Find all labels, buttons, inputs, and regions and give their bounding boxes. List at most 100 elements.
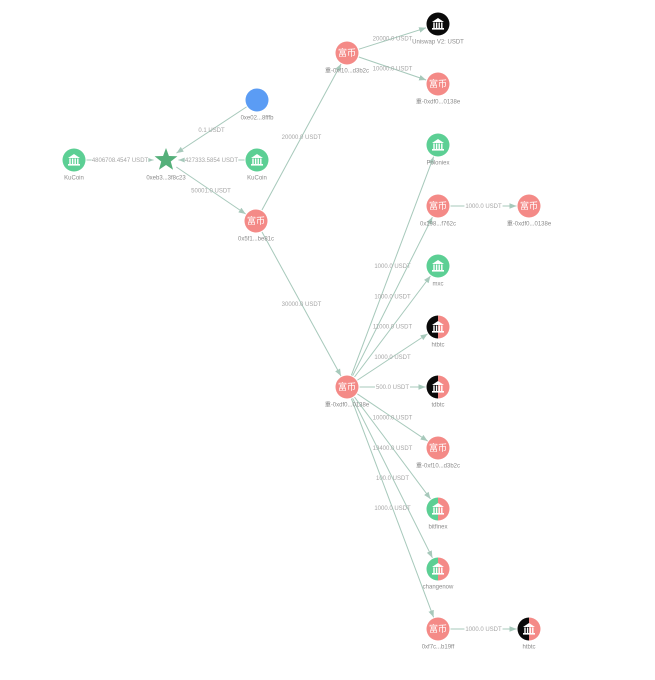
node-label: 重-0xf10...d3b2c bbox=[325, 67, 369, 75]
edge-wB-uni: 20000.0 USDT bbox=[358, 27, 427, 50]
node-change[interactable]: changenow bbox=[423, 557, 454, 591]
node-wE[interactable]: 富币重-0xdf0...0138e bbox=[507, 194, 552, 228]
node-wA[interactable]: 富币 0x5f1...be81c bbox=[238, 209, 274, 243]
node-wC[interactable]: 富币重-0xdf0...0138e bbox=[416, 72, 461, 106]
edge-center-wG: 1000.0 USDT bbox=[350, 398, 435, 618]
node-label: 0x298...f762c bbox=[420, 222, 456, 228]
node-circle bbox=[244, 209, 268, 233]
edge-amount-label: 427333.5854 USDT bbox=[185, 158, 238, 164]
bank-icon bbox=[432, 18, 444, 30]
edge-amount-label: 1000.0 USDT bbox=[374, 264, 411, 270]
node-wB[interactable]: 富币重-0xf10...d3b2c bbox=[325, 41, 369, 75]
edge-line bbox=[176, 106, 247, 154]
edge-line bbox=[357, 333, 428, 381]
bank-icon bbox=[251, 154, 263, 166]
edge-line bbox=[354, 275, 431, 378]
edge-line bbox=[357, 393, 428, 442]
node-circle bbox=[426, 133, 450, 157]
node-kucoin1[interactable]: KuCoin bbox=[62, 148, 86, 182]
edge-wB-wC: 10000.0 USDT bbox=[358, 56, 427, 81]
node-label: changenow bbox=[423, 585, 454, 591]
node-badge-text: 富币 bbox=[429, 623, 447, 635]
node-wD[interactable]: 富币 0x298...f762c bbox=[420, 194, 456, 228]
node-circle bbox=[426, 12, 450, 36]
node-label: 0xeb3...3f8c23 bbox=[146, 176, 186, 182]
edge-amount-label: 10000.0 USDT bbox=[373, 416, 413, 422]
edge-wD-wE: 1000.0 USDT bbox=[450, 202, 517, 210]
node-label: Poloniex bbox=[426, 161, 449, 167]
node-label: tdbtc bbox=[431, 403, 444, 409]
edge-amount-label: 1000.0 USDT bbox=[374, 355, 411, 361]
node-mx1[interactable]: Poloniex bbox=[426, 133, 450, 167]
edge-amount-label: 20000.0 USDT bbox=[282, 135, 322, 141]
edge-line bbox=[261, 231, 342, 377]
node-htbtc3[interactable]: htbtc bbox=[517, 617, 541, 651]
edge-line bbox=[176, 166, 246, 215]
edge-amount-label: 500.0 USDT bbox=[376, 385, 409, 391]
edge-kucoin2-target: 427333.5854 USDT bbox=[178, 156, 245, 164]
node-label: KuCoin bbox=[64, 176, 84, 182]
node-label: htbtc bbox=[522, 645, 535, 651]
node-circle bbox=[517, 194, 541, 218]
node-wG[interactable]: 富币 0xf7c...b19ff bbox=[422, 617, 455, 651]
edge-line bbox=[352, 397, 433, 559]
edge-center-mexc: 11000.0 USDT bbox=[354, 275, 431, 378]
edge-wG-htbtc3: 1000.0 USDT bbox=[450, 625, 517, 633]
edge-center-mx1: 1000.0 USDT bbox=[350, 156, 435, 376]
node-bitfinex[interactable]: bitfinex bbox=[426, 497, 450, 531]
edge-center-change: 100.0 USDT bbox=[352, 397, 433, 559]
node-label: Uniswap V2: USDT bbox=[412, 40, 464, 46]
bank-icon bbox=[432, 260, 444, 272]
edge-center-bitfinex: 19400.0 USDT bbox=[354, 396, 431, 500]
node-label: bitfinex bbox=[428, 525, 447, 531]
edge-center-htbtc2: 500.0 USDT bbox=[359, 383, 426, 391]
edge-target-wA: 50001.0 USDT bbox=[176, 166, 246, 215]
edge-center-wD: 1000.0 USDT bbox=[352, 216, 433, 377]
node-kucoin2[interactable]: KuCoin bbox=[245, 148, 269, 182]
edge-center-wF: 10000.0 USDT bbox=[357, 393, 428, 442]
node-badge-text: 富币 bbox=[429, 442, 447, 454]
edge-line bbox=[350, 156, 435, 376]
edge-amount-label: 1000.0 USDT bbox=[465, 204, 502, 210]
node-label: 重-0xf10...d3b2c bbox=[416, 462, 460, 470]
node-circle bbox=[426, 254, 450, 278]
node-label: 0xf7c...b19ff bbox=[422, 645, 455, 651]
edge-amount-label: 20000.0 USDT bbox=[373, 37, 413, 43]
edge-kucoin1-target: 4806708.4547 USDT bbox=[86, 156, 154, 164]
edge-amount-label: 1000.0 USDT bbox=[465, 627, 502, 633]
nodes-layer: KuCoin 0xeb3...3f8c23 KuCoin 0xe02...8fffb 富… bbox=[62, 12, 552, 651]
bank-icon bbox=[523, 623, 535, 635]
bank-icon bbox=[432, 503, 444, 515]
node-badge-text: 富币 bbox=[247, 215, 265, 227]
node-blue[interactable]: 0xe02...8fffb bbox=[241, 88, 274, 122]
node-circle bbox=[335, 41, 359, 65]
node-badge-text: 富币 bbox=[338, 381, 356, 393]
bank-icon bbox=[432, 321, 444, 333]
node-label: 0x5f1...be81c bbox=[238, 237, 274, 243]
edge-label-bg bbox=[464, 625, 503, 632]
node-mexc[interactable]: mxc bbox=[426, 254, 450, 288]
node-label: KuCoin bbox=[247, 176, 267, 182]
node-label: mxc bbox=[433, 282, 444, 288]
edge-amount-label: 19400.0 USDT bbox=[373, 446, 413, 452]
node-htbtc1[interactable]: htbtc bbox=[426, 315, 450, 349]
edge-amount-label: 1000.0 USDT bbox=[374, 295, 411, 301]
node-badge-text: 富币 bbox=[429, 200, 447, 212]
node-wF[interactable]: 富币重-0xf10...d3b2c bbox=[416, 436, 460, 470]
edge-amount-label: 100.0 USDT bbox=[376, 476, 409, 482]
edge-amount-label: 1000.0 USDT bbox=[374, 506, 411, 512]
node-center[interactable]: 富币重-0xdf0...0138e bbox=[325, 375, 370, 409]
bank-icon bbox=[432, 563, 444, 575]
node-htbtc2[interactable]: tdbtc bbox=[426, 375, 450, 409]
edge-line bbox=[350, 398, 435, 618]
edge-amount-label: 10000.0 USDT bbox=[373, 67, 413, 73]
node-target[interactable]: 0xeb3...3f8c23 bbox=[146, 148, 186, 182]
node-badge-text: 富币 bbox=[338, 47, 356, 59]
edge-line bbox=[354, 396, 431, 500]
node-label: 重-0xdf0...0138e bbox=[507, 220, 552, 228]
edge-amount-label: 4806708.4547 USDT bbox=[92, 158, 149, 164]
node-circle bbox=[426, 436, 450, 460]
edge-amount-label: 30000.0 USDT bbox=[282, 302, 322, 308]
node-uni[interactable]: Uniswap V2: USDT bbox=[412, 12, 464, 46]
